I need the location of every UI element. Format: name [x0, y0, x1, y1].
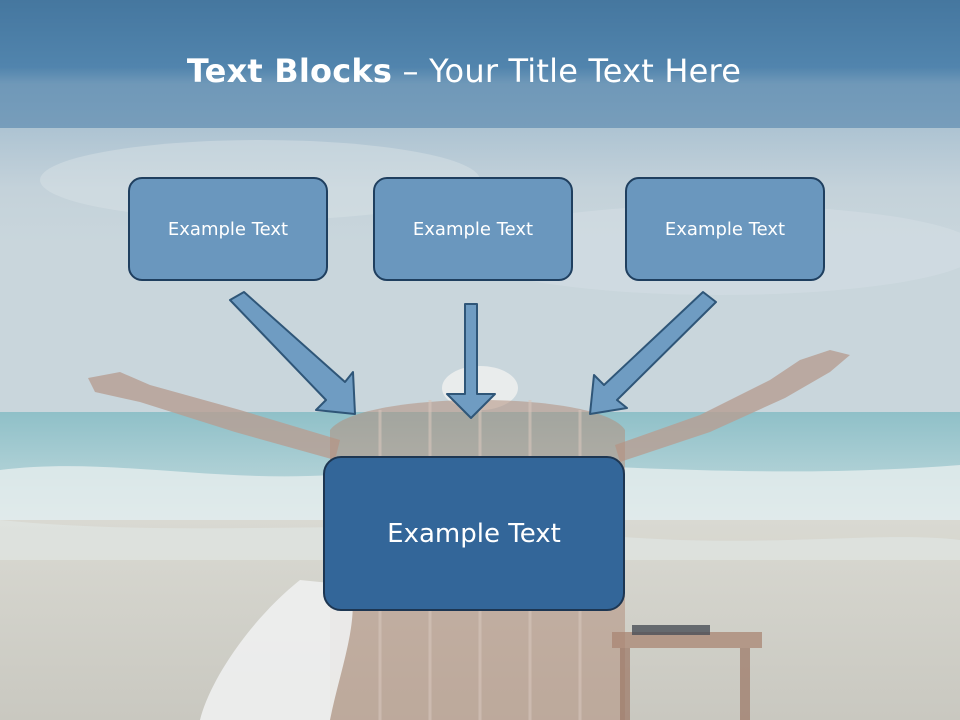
text-block-middle-label: Example Text: [412, 218, 534, 240]
text-block-right[interactable]: Example Text: [625, 177, 825, 281]
title-bold-part: Text Blocks: [186, 52, 393, 90]
arrow-right-down-left: [589, 291, 717, 415]
title-regular-part: Your Title Text Here: [429, 52, 742, 90]
slide-title: Text Blocks – Your Title Text Here: [0, 52, 944, 90]
arrow-middle-down: [446, 303, 496, 419]
arrow-left-down-right: [229, 291, 356, 415]
title-dash: –: [392, 52, 430, 90]
text-block-middle[interactable]: Example Text: [373, 177, 573, 281]
text-block-center-label: Example Text: [387, 518, 561, 549]
text-block-center[interactable]: Example Text: [323, 456, 625, 611]
text-block-left[interactable]: Example Text: [128, 177, 328, 281]
text-block-right-label: Example Text: [664, 218, 786, 240]
text-block-left-label: Example Text: [167, 218, 289, 240]
